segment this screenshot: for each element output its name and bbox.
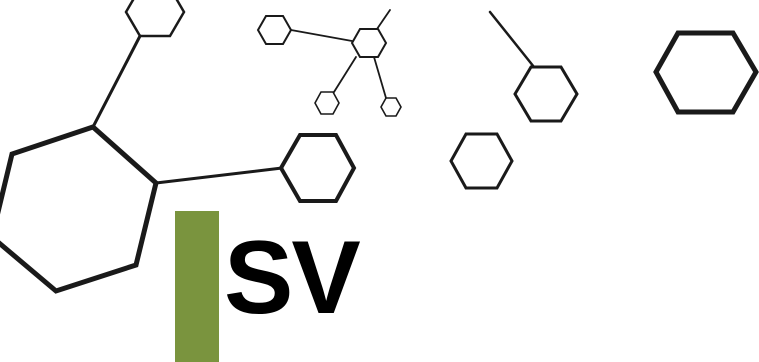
small-hexagon-center (350, 28, 388, 58)
large-hexagon (0, 124, 159, 294)
logo-text: SV (224, 220, 361, 336)
bond-small-top (376, 9, 391, 30)
bond-right-cluster (488, 10, 536, 69)
bond-right (154, 166, 284, 185)
small-hexagon-left (256, 15, 293, 45)
right-hexagon (513, 65, 579, 123)
top-left-hexagon (124, 0, 186, 38)
bond-small-left (290, 29, 353, 42)
bond-small-down-right (373, 56, 387, 99)
tiny-hexagon-left (314, 91, 340, 115)
bond-upper (91, 34, 142, 129)
center-hexagon (449, 132, 514, 190)
bond-small-down-left (333, 56, 357, 93)
accent-bar (175, 211, 219, 362)
far-right-hexagon (653, 30, 759, 115)
middle-hexagon (278, 133, 357, 203)
tiny-hexagon-right (380, 97, 402, 117)
